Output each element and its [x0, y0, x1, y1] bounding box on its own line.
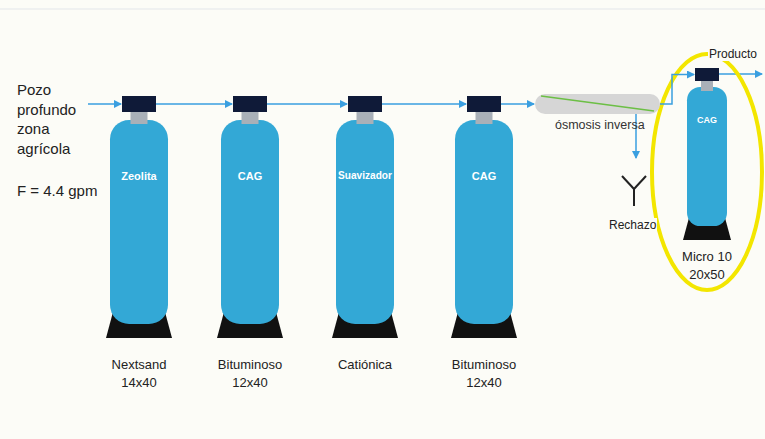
node-shape	[106, 96, 172, 338]
tank-valve-head	[233, 96, 267, 112]
node-shape	[683, 68, 731, 240]
filter-tank: ZeolitaNextsand 14x40	[106, 96, 172, 338]
membrane-line	[541, 96, 654, 111]
node-shape	[217, 96, 283, 338]
tank-neck	[242, 112, 259, 124]
pipe-connector	[156, 103, 232, 105]
inlet-pipe	[88, 103, 121, 105]
tank-media: CAG	[683, 115, 731, 125]
pipe-connector	[382, 103, 466, 105]
free-label: Producto	[708, 47, 758, 61]
filter-tank: CAGBituminoso 12x40	[451, 96, 517, 338]
tank-neck	[701, 81, 713, 91]
tank-neck	[476, 112, 493, 124]
drain-symbol	[622, 176, 646, 206]
top-rule	[0, 9, 765, 10]
free-label: Rechazo	[608, 218, 657, 232]
filter-tank: SuavizadorCatiónica	[332, 96, 398, 338]
tank-neck	[131, 112, 148, 124]
tank-body	[110, 120, 168, 324]
tank-valve-head	[695, 68, 719, 81]
filter-tank: CAGBituminoso 12x40	[217, 96, 283, 338]
filter-tank: CAGMicro 10 20x50	[683, 68, 731, 240]
pipe-connector	[267, 103, 347, 105]
node-shape	[535, 94, 660, 114]
free-label: Pozo profundo zona agrícola	[16, 80, 77, 158]
node-shape	[451, 96, 517, 338]
free-label: F = 4.4 gpm	[16, 182, 98, 199]
tank-valve-head	[348, 96, 382, 112]
tank-body	[221, 120, 279, 324]
tank-caption: Bituminoso 12x40	[218, 356, 282, 391]
tank-body	[687, 87, 727, 226]
tank-caption: Catiónica	[338, 356, 392, 374]
tank-media: Suavizador	[332, 170, 398, 181]
tank-neck	[357, 112, 374, 124]
tank-caption: Bituminoso 12x40	[452, 356, 516, 391]
tank-caption: Nextsand 14x40	[112, 356, 167, 391]
tank-media: Zeolita	[106, 170, 172, 182]
product-pipe	[719, 73, 762, 75]
membrane-label: ósmosis inversa	[555, 118, 645, 132]
tank-media: CAG	[217, 170, 283, 182]
tank-media: CAG	[451, 170, 517, 182]
tank-caption: Micro 10 20x50	[676, 248, 738, 283]
tank-body	[336, 120, 394, 324]
highlight-ellipse	[652, 54, 762, 290]
node-shape	[332, 96, 398, 338]
tank-valve-head	[122, 96, 156, 112]
tank-valve-head	[467, 96, 501, 112]
membrane-housing	[535, 94, 660, 114]
ro-membrane: ósmosis inversa	[535, 94, 660, 114]
tank-body	[455, 120, 513, 324]
pipe-connector	[501, 103, 534, 105]
